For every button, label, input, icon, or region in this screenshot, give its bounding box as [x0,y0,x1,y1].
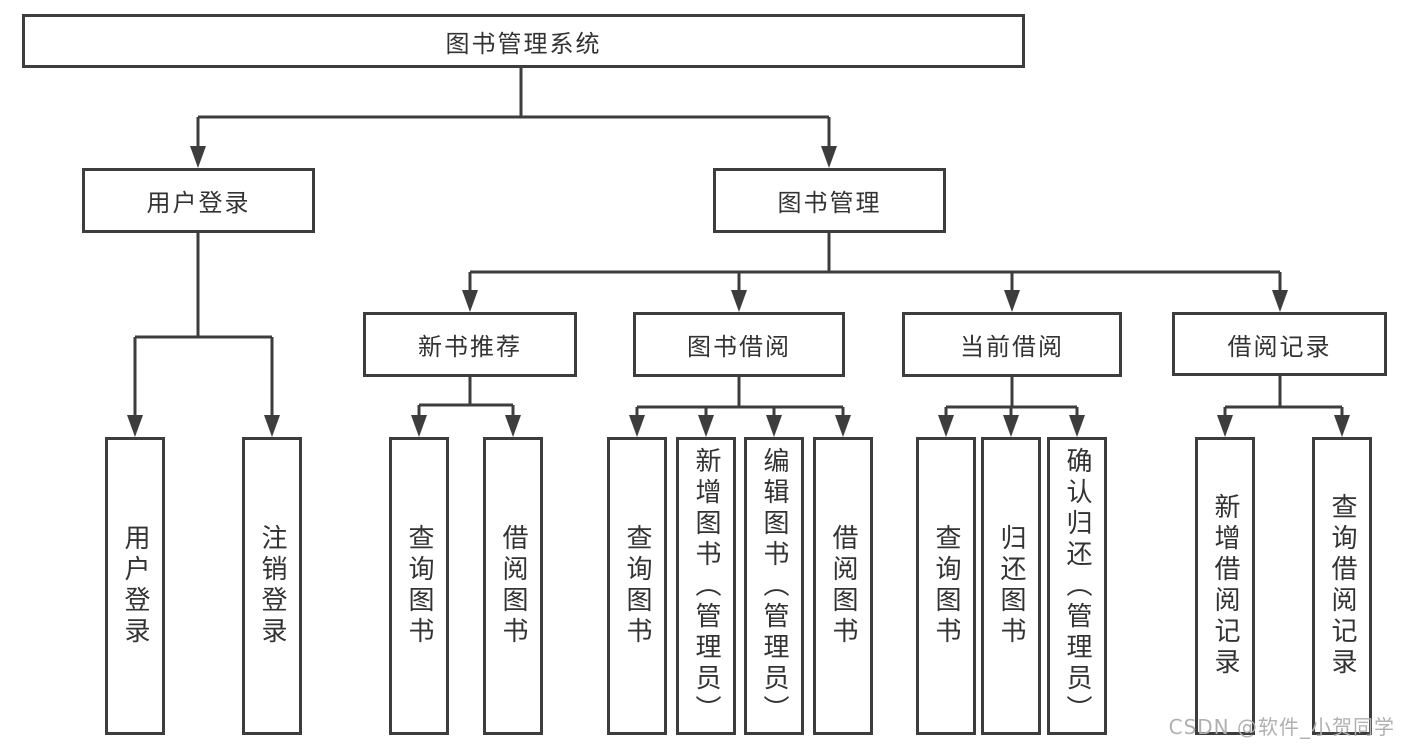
node-root-system: 图书管理系统 [22,14,1025,68]
leaf-label: 查询借阅记录 [1327,493,1357,679]
leaf-query-books-recommend: 查询图书 [389,437,449,735]
leaf-query-books-borrow: 查询图书 [607,437,667,735]
node-borrow-record: 借阅记录 [1172,312,1387,376]
csdn-watermark: CSDN @软件_小贺同学 [1168,715,1395,739]
connector-borrow-to-leaves [629,375,851,437]
leaf-label: 查询图书 [404,524,434,648]
leaf-add-borrow-record: 新增借阅记录 [1195,437,1255,735]
leaf-label: 归还图书 [996,524,1026,648]
connector-root-to-level2 [190,66,837,168]
node-book-borrow: 图书借阅 [633,312,845,377]
leaf-return-books: 归还图书 [981,437,1041,735]
connector-current-to-leaves [938,375,1085,437]
node-book-management: 图书管理 [713,168,946,233]
leaf-borrow-books-recommend: 借阅图书 [483,437,543,735]
leaf-label: 借阅图书 [498,524,528,648]
leaf-query-borrow-record: 查询借阅记录 [1312,437,1372,735]
node-current-borrow: 当前借阅 [902,312,1122,377]
leaf-label: 确认归还（管理员） [1062,446,1092,726]
node-new-book-recommend: 新书推荐 [363,312,577,377]
node-user-login: 用户登录 [82,168,315,233]
leaf-label: 编辑图书（管理员） [759,446,789,726]
leaf-edit-books-admin: 编辑图书（管理员） [744,437,804,735]
leaf-label: 新增借阅记录 [1210,493,1240,679]
leaf-add-books-admin: 新增图书（管理员） [676,437,736,735]
leaf-user-login: 用户登录 [105,437,165,735]
connector-record-to-leaves [1217,373,1350,437]
leaf-label: 借阅图书 [828,524,858,648]
leaf-borrow-books: 借阅图书 [813,437,873,735]
leaf-logout: 注销登录 [242,437,302,735]
leaf-label: 查询图书 [931,524,961,648]
connector-newbook-to-leaves [411,375,521,437]
leaf-label: 用户登录 [120,524,150,648]
leaf-label: 注销登录 [257,524,287,648]
connector-login-to-leaves [127,231,280,437]
connector-mgmt-to-level3 [462,231,1288,312]
leaf-label: 查询图书 [622,524,652,648]
leaf-label: 新增图书（管理员） [691,446,721,726]
leaf-confirm-return-admin: 确认归还（管理员） [1047,437,1107,735]
leaf-query-books-current: 查询图书 [916,437,976,735]
